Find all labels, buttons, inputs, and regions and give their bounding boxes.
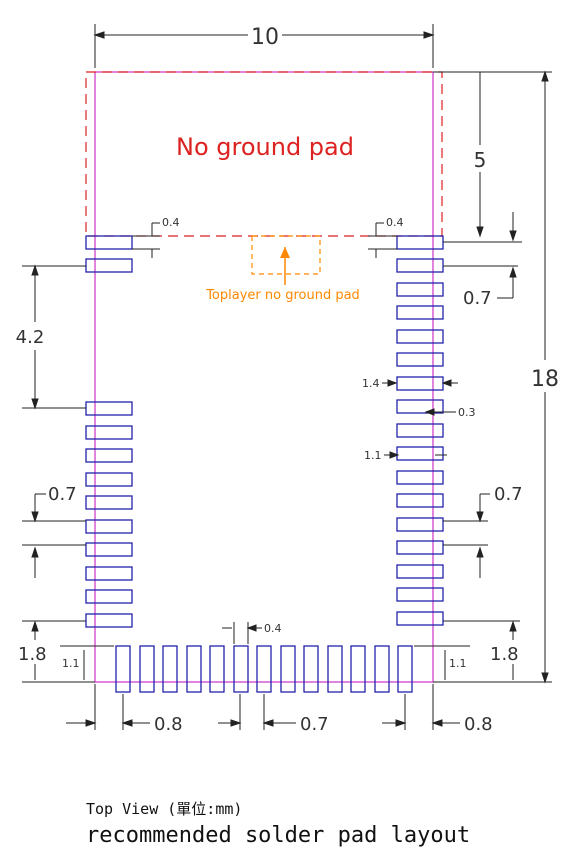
- pad: [209, 645, 225, 693]
- pad: [397, 645, 413, 693]
- pad: [85, 235, 133, 250]
- pad: [396, 399, 444, 414]
- pad: [85, 495, 133, 510]
- pad: [115, 645, 131, 693]
- pad: [85, 258, 133, 273]
- pad: [85, 401, 133, 416]
- pad: [396, 376, 444, 391]
- right-offset-label: 0.7: [463, 288, 492, 309]
- bottom-mid-0-7-label: 0.7: [300, 714, 329, 735]
- pad-width-label: 0.3: [458, 406, 476, 419]
- dimension-lines: [22, 24, 552, 730]
- gap-right-label: 0.4: [386, 216, 404, 229]
- bottom-left-1-8-label: 1.8: [18, 644, 47, 665]
- pad: [85, 589, 133, 604]
- pad: [85, 425, 133, 440]
- right-offset-mid-label: 0.7: [494, 484, 523, 505]
- toplayer-label: Toplayer no ground pad: [205, 288, 360, 303]
- left-offset-label: 0.7: [48, 484, 77, 505]
- width-label: 10: [251, 25, 279, 50]
- pad-height-label: 1.1: [364, 449, 382, 462]
- pad: [85, 566, 133, 581]
- bottom-gap-label: 0.4: [264, 622, 282, 635]
- bottom-left-1-1-label: 1.1: [62, 657, 80, 670]
- pad: [396, 329, 444, 344]
- pad: [396, 493, 444, 508]
- pad: [139, 645, 155, 693]
- pad: [303, 645, 319, 693]
- bottom-right-1-8-label: 1.8: [490, 644, 519, 665]
- gap-left-label: 0.4: [162, 216, 180, 229]
- right-pads: [396, 235, 444, 626]
- pad: [396, 446, 444, 461]
- pad: [280, 645, 296, 693]
- pad: [396, 423, 444, 438]
- height-label: 18: [531, 367, 559, 392]
- top-zone-label: 5: [474, 148, 487, 172]
- pad: [396, 564, 444, 579]
- pad: [350, 645, 366, 693]
- pad: [85, 472, 133, 487]
- bottom-pads: [115, 645, 413, 693]
- bottom-right-0-8-label: 0.8: [464, 714, 493, 735]
- pad: [374, 645, 390, 693]
- caption-layout: recommended solder pad layout: [86, 823, 471, 848]
- left-pads: [85, 235, 133, 628]
- toplayer-keepout: [251, 235, 321, 275]
- pad: [256, 645, 272, 693]
- pad: [396, 587, 444, 602]
- pitch-left-label: 4.2: [16, 327, 45, 348]
- pad: [396, 282, 444, 297]
- pad: [233, 645, 249, 693]
- pad: [396, 305, 444, 320]
- pad: [396, 611, 444, 626]
- pad: [327, 645, 343, 693]
- pad: [85, 542, 133, 557]
- pad: [396, 258, 444, 273]
- pad: [396, 540, 444, 555]
- pad: [396, 517, 444, 532]
- bottom-right-1-1-label: 1.1: [449, 657, 467, 670]
- caption-top-view: Top View (單位:mm): [86, 800, 243, 818]
- pad: [396, 470, 444, 485]
- no-ground-label: No ground pad: [176, 133, 354, 161]
- pad: [396, 235, 444, 250]
- module-outline: [94, 71, 434, 683]
- pad: [186, 645, 202, 693]
- bottom-left-0-8-label: 0.8: [154, 714, 183, 735]
- pad: [396, 352, 444, 367]
- pad: [85, 448, 133, 463]
- pad: [85, 519, 133, 534]
- pad: [162, 645, 178, 693]
- toplayer-arrowhead: [280, 247, 290, 258]
- pad: [85, 613, 133, 628]
- pad-len-label: 1.4: [362, 377, 380, 390]
